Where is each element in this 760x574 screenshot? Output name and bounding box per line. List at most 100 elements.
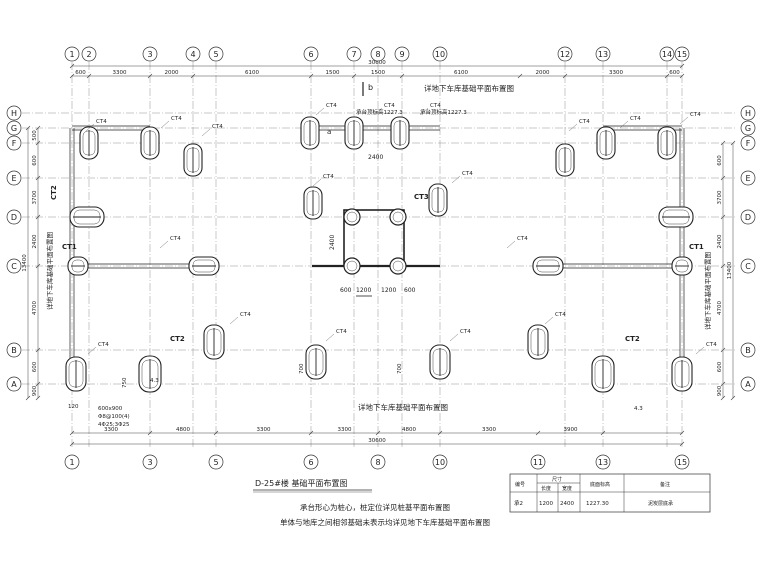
cap-label-ct4: CT4 <box>460 329 471 335</box>
axis-bubble-top: 15 <box>674 46 690 62</box>
table-cell-elevation: 1227.30 <box>586 501 609 507</box>
dim-label: 3700 <box>717 190 723 204</box>
axis-bubble-label: 15 <box>677 458 687 467</box>
axis-bubble-bottom: 1 <box>64 454 80 470</box>
label-leader <box>85 123 95 132</box>
section-mark-a: a <box>327 128 331 136</box>
axis-bubble-circle <box>142 46 158 62</box>
pile-cap <box>591 355 615 393</box>
pile-cap <box>390 116 410 150</box>
core-pile-rebar <box>346 211 358 223</box>
axis-bubble-left: F <box>6 135 22 151</box>
cap-label-ct4: CT4 <box>240 312 251 318</box>
axis-bubble-label: 1 <box>69 50 74 59</box>
table-cell-remark: 泥炭层底承 <box>648 500 673 507</box>
axis-bubble-left: A <box>6 376 22 392</box>
pile-cap <box>344 116 364 150</box>
dim-label: 13400 <box>22 254 28 272</box>
dim-tick <box>720 381 726 387</box>
axis-bubble-label: 6 <box>308 458 313 467</box>
axis-bubble-label: C <box>11 262 17 271</box>
dim-label: 600 <box>32 361 38 372</box>
beam-rebar-note: 4Φ25;3Φ25 <box>98 422 130 428</box>
axis-bubble-top: 5 <box>208 46 224 62</box>
dim-label: 600 <box>717 155 723 166</box>
cap-label-ct1-left: CT1 <box>62 243 77 251</box>
label-leader <box>506 240 516 249</box>
dim-label: 1500 <box>326 70 340 76</box>
axis-bubble-top: 6 <box>303 46 319 62</box>
dim-label: 3300 <box>482 427 496 433</box>
axis-bubble-label: 13 <box>598 50 608 59</box>
dim-label: 6100 <box>245 70 259 76</box>
axis-bubble-circle <box>303 46 319 62</box>
dim-tick <box>720 263 726 269</box>
axis-bubble-label: A <box>11 380 17 389</box>
axis-bubble-circle <box>6 120 22 136</box>
axis-bubble-label: 2 <box>86 50 91 59</box>
dim-tick <box>190 73 196 79</box>
dim-label: 3300 <box>609 70 623 76</box>
axis-bubble-bottom: 10 <box>432 454 448 470</box>
dim-tick <box>720 175 726 181</box>
axis-bubble-label: E <box>11 174 16 183</box>
axis-bubble-top: 7 <box>346 46 362 62</box>
axis-bubble-circle <box>6 105 22 121</box>
axis-bubble-circle <box>6 258 22 274</box>
table-cell-id: 承2 <box>514 499 523 507</box>
cap-label-ct4: CT4 <box>517 236 528 242</box>
dim-note-700-b: 700 <box>397 363 403 374</box>
axis-bubble-circle <box>185 46 201 62</box>
pile-cap <box>555 143 575 177</box>
axis-bubble-left: E <box>6 170 22 186</box>
core-dim-1: 600 <box>340 287 352 294</box>
axis-bubble-label: C <box>745 262 751 271</box>
axis-bubble-label: G <box>11 124 17 133</box>
dim-label: 600 <box>717 361 723 372</box>
table-header-remark: 备注 <box>660 481 670 488</box>
axis-bubble-label: 11 <box>533 458 543 467</box>
core-pile <box>389 208 407 226</box>
dim-tick <box>86 73 92 79</box>
label-leader <box>451 175 461 184</box>
table-header-id: 编号 <box>515 481 525 488</box>
axis-bubble-label: D <box>745 213 751 222</box>
dim-label: 500 <box>32 130 38 141</box>
cap-label-ct4: CT4 <box>326 103 337 109</box>
label-leader <box>373 107 383 116</box>
axis-bubble-label: 12 <box>560 50 570 59</box>
pile-cap <box>303 186 323 220</box>
axis-bubble-circle <box>64 46 80 62</box>
pile-cap <box>596 126 616 160</box>
axis-bubble-bottom: 6 <box>303 454 319 470</box>
dim-tick <box>517 73 523 79</box>
dim-tick <box>35 140 41 146</box>
dim-label: 600 <box>32 155 38 166</box>
axis-bubble-label: 8 <box>375 50 380 59</box>
axis-bubble-circle <box>674 46 690 62</box>
axis-bubble-circle <box>208 454 224 470</box>
pile-cap <box>428 183 448 217</box>
cap-label-ct2-left: CT2 <box>50 185 58 200</box>
dim-label: 3300 <box>113 70 127 76</box>
cap-label-ct4: CT4 <box>706 342 717 348</box>
axis-bubble-left: C <box>6 258 22 274</box>
note-line-1: 承台形心为桩心，桩定位详见桩基平面布置图 <box>300 502 450 512</box>
axis-bubble-label: G <box>745 124 751 133</box>
table-cell-length: 1200 <box>539 501 553 507</box>
dim-tick <box>351 73 357 79</box>
axis-bubble-top: 3 <box>142 46 158 62</box>
axis-bubble-circle <box>142 454 158 470</box>
dim-note-4-3-right: 4.3 <box>634 406 643 412</box>
pile-cap <box>657 126 677 160</box>
label-leader <box>568 123 578 132</box>
pile-cap <box>138 355 162 393</box>
dim-tick <box>437 430 443 436</box>
axis-bubble-circle <box>557 46 573 62</box>
axis-bubble-circle <box>394 46 410 62</box>
dim-label: 2400 <box>717 234 723 248</box>
dim-note-750: 750 <box>122 377 128 388</box>
note-line-2: 单体与地库之间相邻基础未表示均详见地下车库基础平面布置图 <box>280 517 490 527</box>
pile-cap <box>671 356 693 392</box>
